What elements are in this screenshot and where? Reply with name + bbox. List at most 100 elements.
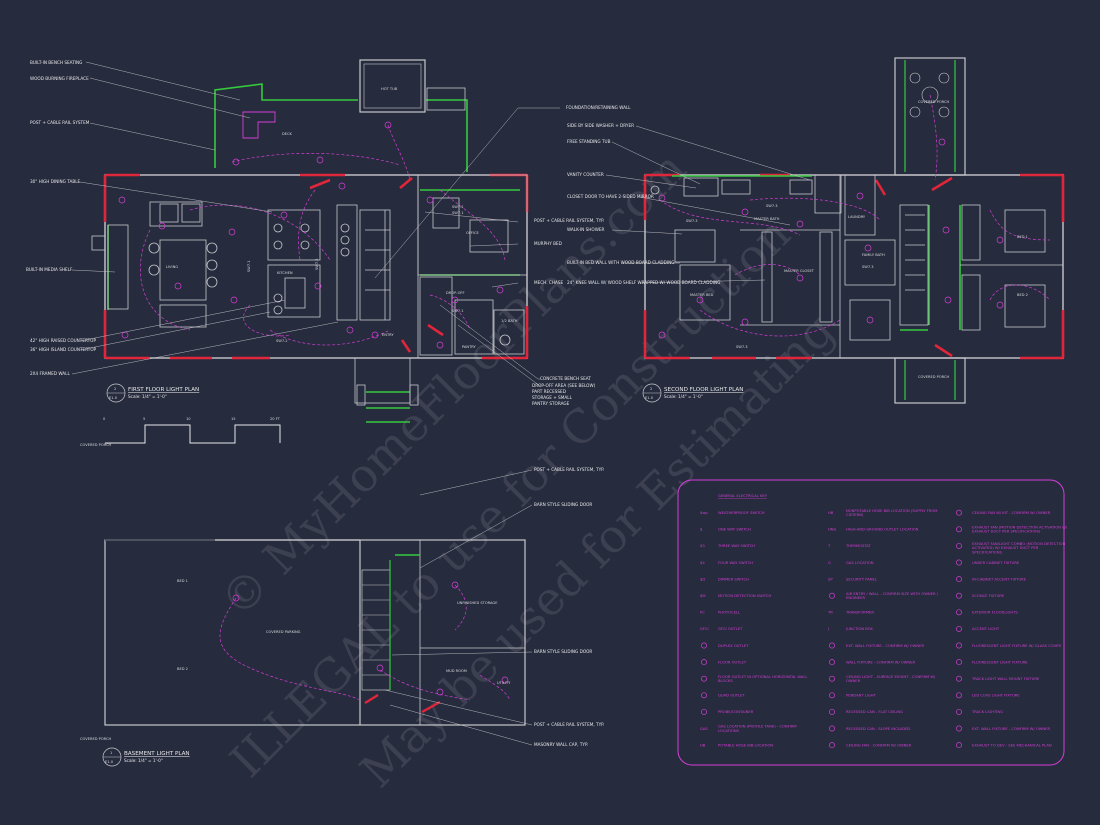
legend-label: BLOCKS (718, 679, 733, 683)
room-covered-porch: COVERED PORCH (918, 375, 950, 379)
legend-symbol-icon (701, 692, 707, 699)
legend-label: JUNCTION BOX (845, 627, 873, 631)
callout-label: PART RECESSED (532, 389, 566, 394)
legend-label: DUPLEX OUTLET (718, 644, 749, 648)
drawing-scale: Scale: 1/4" = 1'-0" (128, 394, 167, 399)
legend-symbol: T (827, 544, 831, 548)
fireplace (242, 111, 276, 139)
second-floor-windows (643, 173, 1065, 360)
legend-symbol-icon (829, 692, 835, 699)
legend-box (677, 479, 1065, 766)
room-hot-tub: HOT TUB (381, 87, 398, 91)
legend-label: TRANSFORMER (845, 611, 874, 615)
legend-label: UNDER CABINET FIXTURE (972, 561, 1020, 565)
legend-label: EXHAUST TO DEV - SEE MECHANICAL PLAN (972, 743, 1052, 747)
drawing-title: FIRST FLOOR LIGHT PLAN (128, 387, 199, 393)
callout-label: MASONRY WALL CAP, TYP. (534, 742, 588, 747)
legend-label: ACTIVATED) W/ EXHAUST DUCT PER (972, 546, 1039, 550)
room-office: OFFICE (466, 231, 480, 235)
drawing-badge-number: 2 (114, 387, 116, 391)
room-master-bed: MASTER BED (690, 293, 714, 297)
legend-label: MOTION DETECTION SWITCH (718, 594, 771, 598)
callout-label: CLOSET DOOR TO HAVE 2-SIDED MIRROR (567, 194, 654, 199)
second-floor-plan: COVERED PORCH MASTER BATH LAUNDRY MASTER… (567, 57, 1065, 404)
legend-symbol: HNG (828, 528, 837, 532)
legend-symbol-icon (956, 692, 962, 699)
switch-label: SW7.2 (276, 339, 288, 343)
legend-symbol-icon (956, 642, 962, 649)
second-floor-callout-leaders (605, 125, 811, 284)
legend-label: GAS LOCATION (PROFILE TANK) - CONFIRM (718, 725, 797, 729)
legend-label: PHOTOCELL (718, 611, 741, 615)
room-dropoff: DROP-OFF (446, 291, 465, 295)
legend-symbol: $4 (700, 561, 705, 565)
drawing-badge-sheet: E1.0 (105, 760, 114, 764)
deck-grill (426, 87, 466, 111)
switch-label: SW7.1 (452, 211, 464, 215)
legend-symbol-icon (956, 725, 962, 732)
switch-label: SW7.3 (862, 265, 874, 269)
legend-symbol-icon (956, 625, 962, 632)
basement-fixtures (232, 581, 509, 696)
scale-tick: 20 FT (270, 417, 281, 421)
legend-title: GENERAL ELECTRICAL KEY (718, 494, 768, 498)
callout-label: MURPHY BED (534, 241, 562, 246)
legend-label: TRACK LIGHT WALL MOUNT FIXTURE (971, 677, 1040, 681)
callout-label: POST + CABLE RAIL SYSTEM, TYP. (534, 218, 604, 223)
legend-label: WALL FIXTURE - CONFIRM W/ OWNER (846, 660, 915, 664)
legend-symbol-icon (956, 675, 962, 682)
legend-label: IN-CABINET ACCENT FIXTURE (972, 577, 1027, 581)
legend-label: EXT. WALL FIXTURE - CONFIRM W/ OWNER (846, 644, 924, 648)
covered-porch-note: COVERED PORCH (80, 737, 112, 741)
legend-symbol-icon (956, 542, 962, 549)
legend-label: CEILING LIGHT - SURFACE MOUNT - CONFIRM … (846, 675, 936, 679)
callout-label: BUILT-IN MEDIA SHELF (26, 267, 73, 272)
legend-symbol: J (827, 627, 829, 631)
legend-symbol: GFCI (700, 627, 709, 631)
legend-symbol: SP (828, 577, 833, 581)
legend-symbol: $3 (700, 544, 705, 548)
callout-label: 2X4 FRAMED WALL (30, 371, 70, 376)
room-half-bath: 1/2 BATH (501, 319, 518, 323)
drawing-badge-sheet: E1.0 (109, 396, 118, 400)
legend-symbol-icon (956, 576, 962, 583)
legend-symbol: TR (827, 611, 833, 615)
switch-label: SW7.1 (452, 309, 464, 313)
basement-plan: BED 1 COVERED PARKING BED 2 UNFINISHED S… (80, 467, 604, 767)
room-utility: UTILITY (497, 681, 511, 685)
legend-symbol: $ (700, 528, 703, 532)
legend-label: DIMMER SWITCH (718, 577, 749, 581)
switch-label: SW7.3 (766, 204, 778, 208)
legend-label: LOCATIONS (718, 729, 740, 733)
room-bed-2: BED 2 (1017, 293, 1028, 297)
covered-porch-note: COVERED PORCH (80, 443, 112, 447)
legend-label: OWNER (846, 679, 861, 683)
legend-symbol: HB (700, 743, 706, 747)
room-master-bath: MASTER BATH (754, 217, 780, 221)
legend-symbol-icon (829, 708, 835, 715)
legend-label: EXHAUST DUCT PER SPECIFICATIONS (972, 530, 1041, 534)
room-bed-1: BED 1 (177, 579, 188, 583)
second-floor-circuits (659, 94, 1051, 337)
callout-label: 30" HIGH DINING TABLE (30, 179, 81, 184)
basement-doors (364, 693, 441, 714)
legend-symbol-icon (701, 708, 707, 715)
callout-label: PANTRY STORAGE (532, 401, 570, 406)
deck-rail (214, 83, 358, 168)
legend-label: PENDANT LIGHT (846, 694, 877, 698)
legend-symbol-icon (829, 642, 835, 649)
scale-tick: 10 (186, 417, 191, 421)
drawing-badge-number: 1 (110, 751, 112, 755)
drawing-title: SECOND FLOOR LIGHT PLAN (664, 387, 743, 393)
legend-symbol-icon (956, 708, 962, 715)
callout-label: 24" KNEE WALL W/ WOOD SHELF WRAPPED W/ W… (567, 280, 720, 285)
legend-symbol-icon (956, 526, 962, 533)
legend-label: CEILING FAN - CONFIRM W/ OWNER (846, 743, 912, 747)
legend-symbol-icon (701, 642, 707, 649)
basement-circuits (219, 584, 511, 701)
callout-label: SIDE BY SIDE WASHER + DRYER (567, 123, 634, 128)
legend-symbol-icon (829, 675, 835, 682)
